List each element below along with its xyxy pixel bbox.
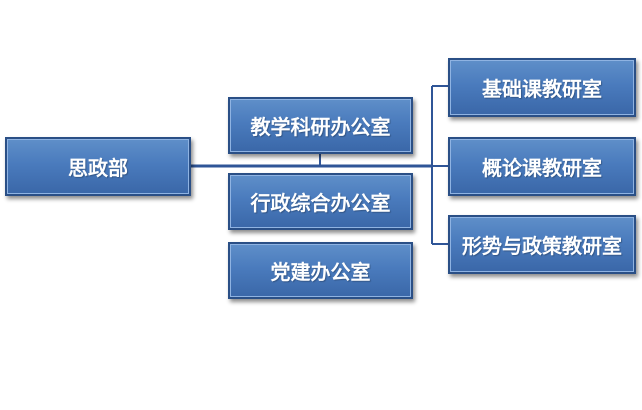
node-intro-course-label: 概论课教研室 [482, 156, 602, 180]
node-party-office: 党建办公室 [228, 242, 413, 299]
node-basic-course-section: 基础课教研室 [448, 58, 636, 117]
node-situation-policy-section: 形势与政策教研室 [448, 215, 636, 274]
node-party-office-label: 党建办公室 [270, 260, 371, 284]
node-situation-policy-label: 形势与政策教研室 [462, 234, 622, 258]
node-teaching-research-office-label: 教学科研办公室 [250, 115, 391, 139]
node-teaching-research-office: 教学科研办公室 [228, 97, 413, 154]
node-admin-office-label: 行政综合办公室 [250, 191, 391, 215]
node-intro-course-section: 概论课教研室 [448, 137, 636, 196]
node-admin-office: 行政综合办公室 [228, 173, 413, 230]
node-basic-course-label: 基础课教研室 [482, 77, 602, 101]
node-root-label: 思政部 [68, 156, 128, 180]
node-root-department: 思政部 [5, 137, 191, 196]
